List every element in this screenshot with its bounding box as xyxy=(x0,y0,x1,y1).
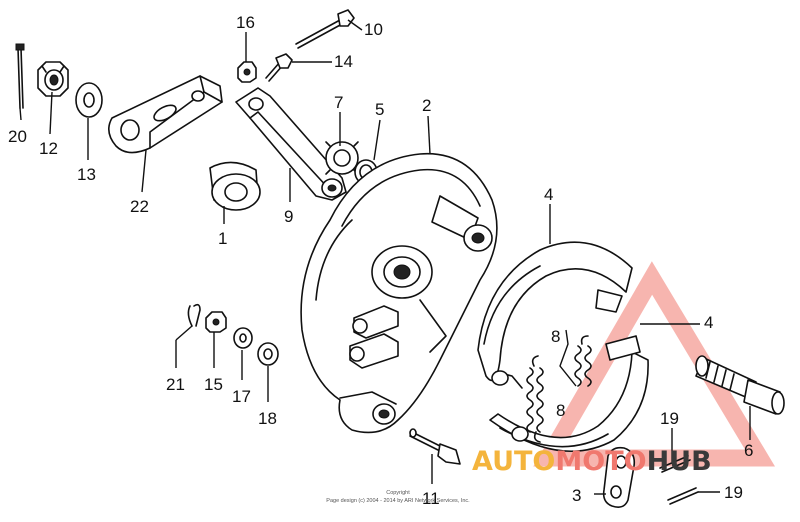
part-16-nut xyxy=(237,61,257,83)
part-4-brake-shoe-upper xyxy=(477,241,633,389)
watermark-word-auto: AUTOMOTOHUB xyxy=(472,446,712,477)
callout-17: 17 xyxy=(232,387,251,406)
callout-9: 9 xyxy=(284,207,293,226)
callout-6: 6 xyxy=(744,441,753,460)
callout-13: 13 xyxy=(77,165,96,184)
callout-11: 11 xyxy=(422,489,440,508)
leader-lines xyxy=(19,19,751,495)
part-12-castle-nut xyxy=(37,61,69,97)
part-8-spring-left xyxy=(526,355,544,443)
callout-15: 15 xyxy=(204,375,223,394)
part-1-collar xyxy=(209,161,261,211)
callout-3: 3 xyxy=(572,486,581,505)
part-2-brake-panel xyxy=(300,152,498,434)
watermark-moto: MOTO xyxy=(555,446,646,477)
part-21-cotter-pin xyxy=(187,303,201,327)
part-7-indicator-plate xyxy=(325,141,359,175)
callout-7: 7 xyxy=(334,93,343,112)
watermark-auto: AUTO xyxy=(472,446,555,477)
copyright-line-1: Copyright xyxy=(386,490,410,496)
callout-14: 14 xyxy=(334,52,353,71)
callout-12: 12 xyxy=(39,139,58,158)
callout-1: 1 xyxy=(218,229,227,248)
part-13-washer xyxy=(75,82,103,118)
part-19-pin-lower xyxy=(667,487,699,505)
part-4-brake-shoe-lower xyxy=(489,335,649,452)
part-20-pin xyxy=(15,43,25,109)
callout-8-upper: 8 xyxy=(551,327,560,346)
part-11-pin xyxy=(409,428,461,465)
part-19-pin-upper xyxy=(659,455,691,473)
watermark-hub: HUB xyxy=(647,446,712,477)
callout-5: 5 xyxy=(375,100,384,119)
part-14-bolt xyxy=(265,53,293,82)
callout-10: 10 xyxy=(364,20,383,39)
part-9-brake-arm xyxy=(235,87,347,201)
callout-2: 2 xyxy=(422,96,431,115)
part-15-nut xyxy=(205,311,227,333)
callout-21: 21 xyxy=(166,375,185,394)
callout-20: 20 xyxy=(8,127,27,146)
callout-4-upper: 4 xyxy=(544,185,553,204)
callout-16: 16 xyxy=(236,13,255,32)
part-6-brake-cam xyxy=(695,355,785,415)
part-18-spring-washer xyxy=(257,342,279,366)
part-22-torque-link xyxy=(108,75,223,154)
callout-8-lower: 8 xyxy=(556,401,565,420)
copyright-line-2: Page design (c) 2004 - 2014 by ARI Netwo… xyxy=(326,498,470,504)
part-8-spring-right xyxy=(574,335,592,387)
callout-4-right: 4 xyxy=(704,313,713,332)
callout-19-upper: 19 xyxy=(660,409,679,428)
callout-18: 18 xyxy=(258,409,277,428)
part-17-washer xyxy=(233,327,253,349)
callout-19-lower: 19 xyxy=(724,483,743,502)
part-10-bolt xyxy=(295,9,355,49)
part-3-anchor-plate xyxy=(602,446,636,508)
callout-22: 22 xyxy=(130,197,149,216)
